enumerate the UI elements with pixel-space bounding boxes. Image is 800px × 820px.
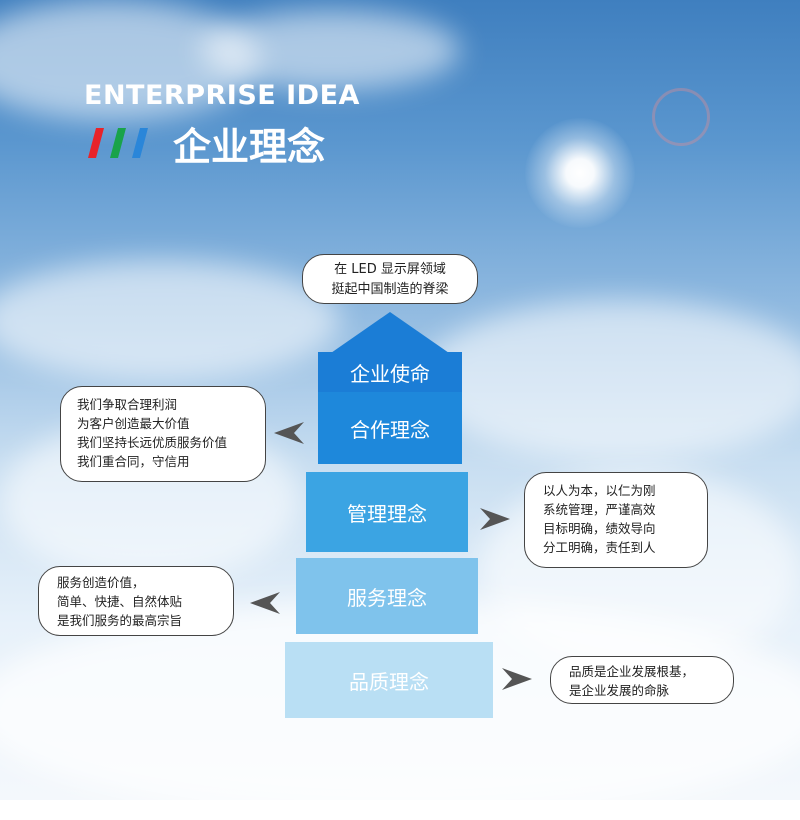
step-label: 合作理念 xyxy=(350,417,430,442)
note-line: 我们重合同，守信用 xyxy=(77,454,190,469)
step-management: 管理理念 xyxy=(306,472,468,552)
step-mission: 企业使命 xyxy=(318,352,462,392)
service-note: 服务创造价值， 简单、快捷、自然体贴 是我们服务的最高宗旨 xyxy=(38,566,234,636)
cloud xyxy=(0,260,340,380)
title-english: ENTERPRISE IDEA xyxy=(84,80,360,111)
step-label: 管理理念 xyxy=(347,501,427,526)
step-label: 服务理念 xyxy=(347,585,427,610)
note-line: 是企业发展的命脉 xyxy=(569,683,670,698)
note-line: 以人为本，以仁为刚 xyxy=(543,483,656,498)
arrow-right-icon xyxy=(502,668,532,690)
step-quality: 品质理念 xyxy=(285,642,493,718)
note-line: 服务创造价值， xyxy=(57,575,145,590)
arrow-left-icon xyxy=(250,592,280,614)
step-service: 服务理念 xyxy=(296,558,478,634)
note-line: 我们争取合理利润 xyxy=(77,397,178,412)
note-line: 分工明确，责任到人 xyxy=(543,540,656,555)
step-label: 企业使命 xyxy=(350,361,430,386)
arrow-right-icon xyxy=(480,508,510,530)
lens-flare xyxy=(652,88,710,146)
sun xyxy=(525,118,635,228)
mission-note-line: 挺起中国制造的脊梁 xyxy=(331,282,449,297)
cloud xyxy=(420,300,800,460)
quality-note: 品质是企业发展根基， 是企业发展的命脉 xyxy=(550,656,734,704)
note-line: 目标明确，绩效导向 xyxy=(543,521,656,536)
note-line: 我们坚持长远优质服务价值 xyxy=(77,435,228,450)
title-chinese: 企业理念 xyxy=(173,125,326,169)
note-line: 为客户创造最大价值 xyxy=(77,416,190,431)
note-line: 简单、快捷、自然体贴 xyxy=(57,594,183,609)
mission-note: 在 LED 显示屏领域 挺起中国制造的脊梁 xyxy=(302,254,478,304)
cloud xyxy=(200,10,460,90)
arrow-left-icon xyxy=(274,422,304,444)
note-line: 品质是企业发展根基， xyxy=(569,664,695,679)
management-note: 以人为本，以仁为刚 系统管理，严谨高效 目标明确，绩效导向 分工明确，责任到人 xyxy=(524,472,708,568)
cooperation-note: 我们争取合理利润 为客户创造最大价值 我们坚持长远优质服务价值 我们重合同，守信… xyxy=(60,386,266,482)
note-line: 系统管理，严谨高效 xyxy=(543,502,656,517)
mission-note-line: 在 LED 显示屏领域 xyxy=(334,262,446,277)
note-line: 是我们服务的最高宗旨 xyxy=(57,613,183,628)
step-label: 品质理念 xyxy=(349,669,429,694)
logo-stripes xyxy=(88,128,148,158)
step-cooperation: 合作理念 xyxy=(318,392,462,464)
